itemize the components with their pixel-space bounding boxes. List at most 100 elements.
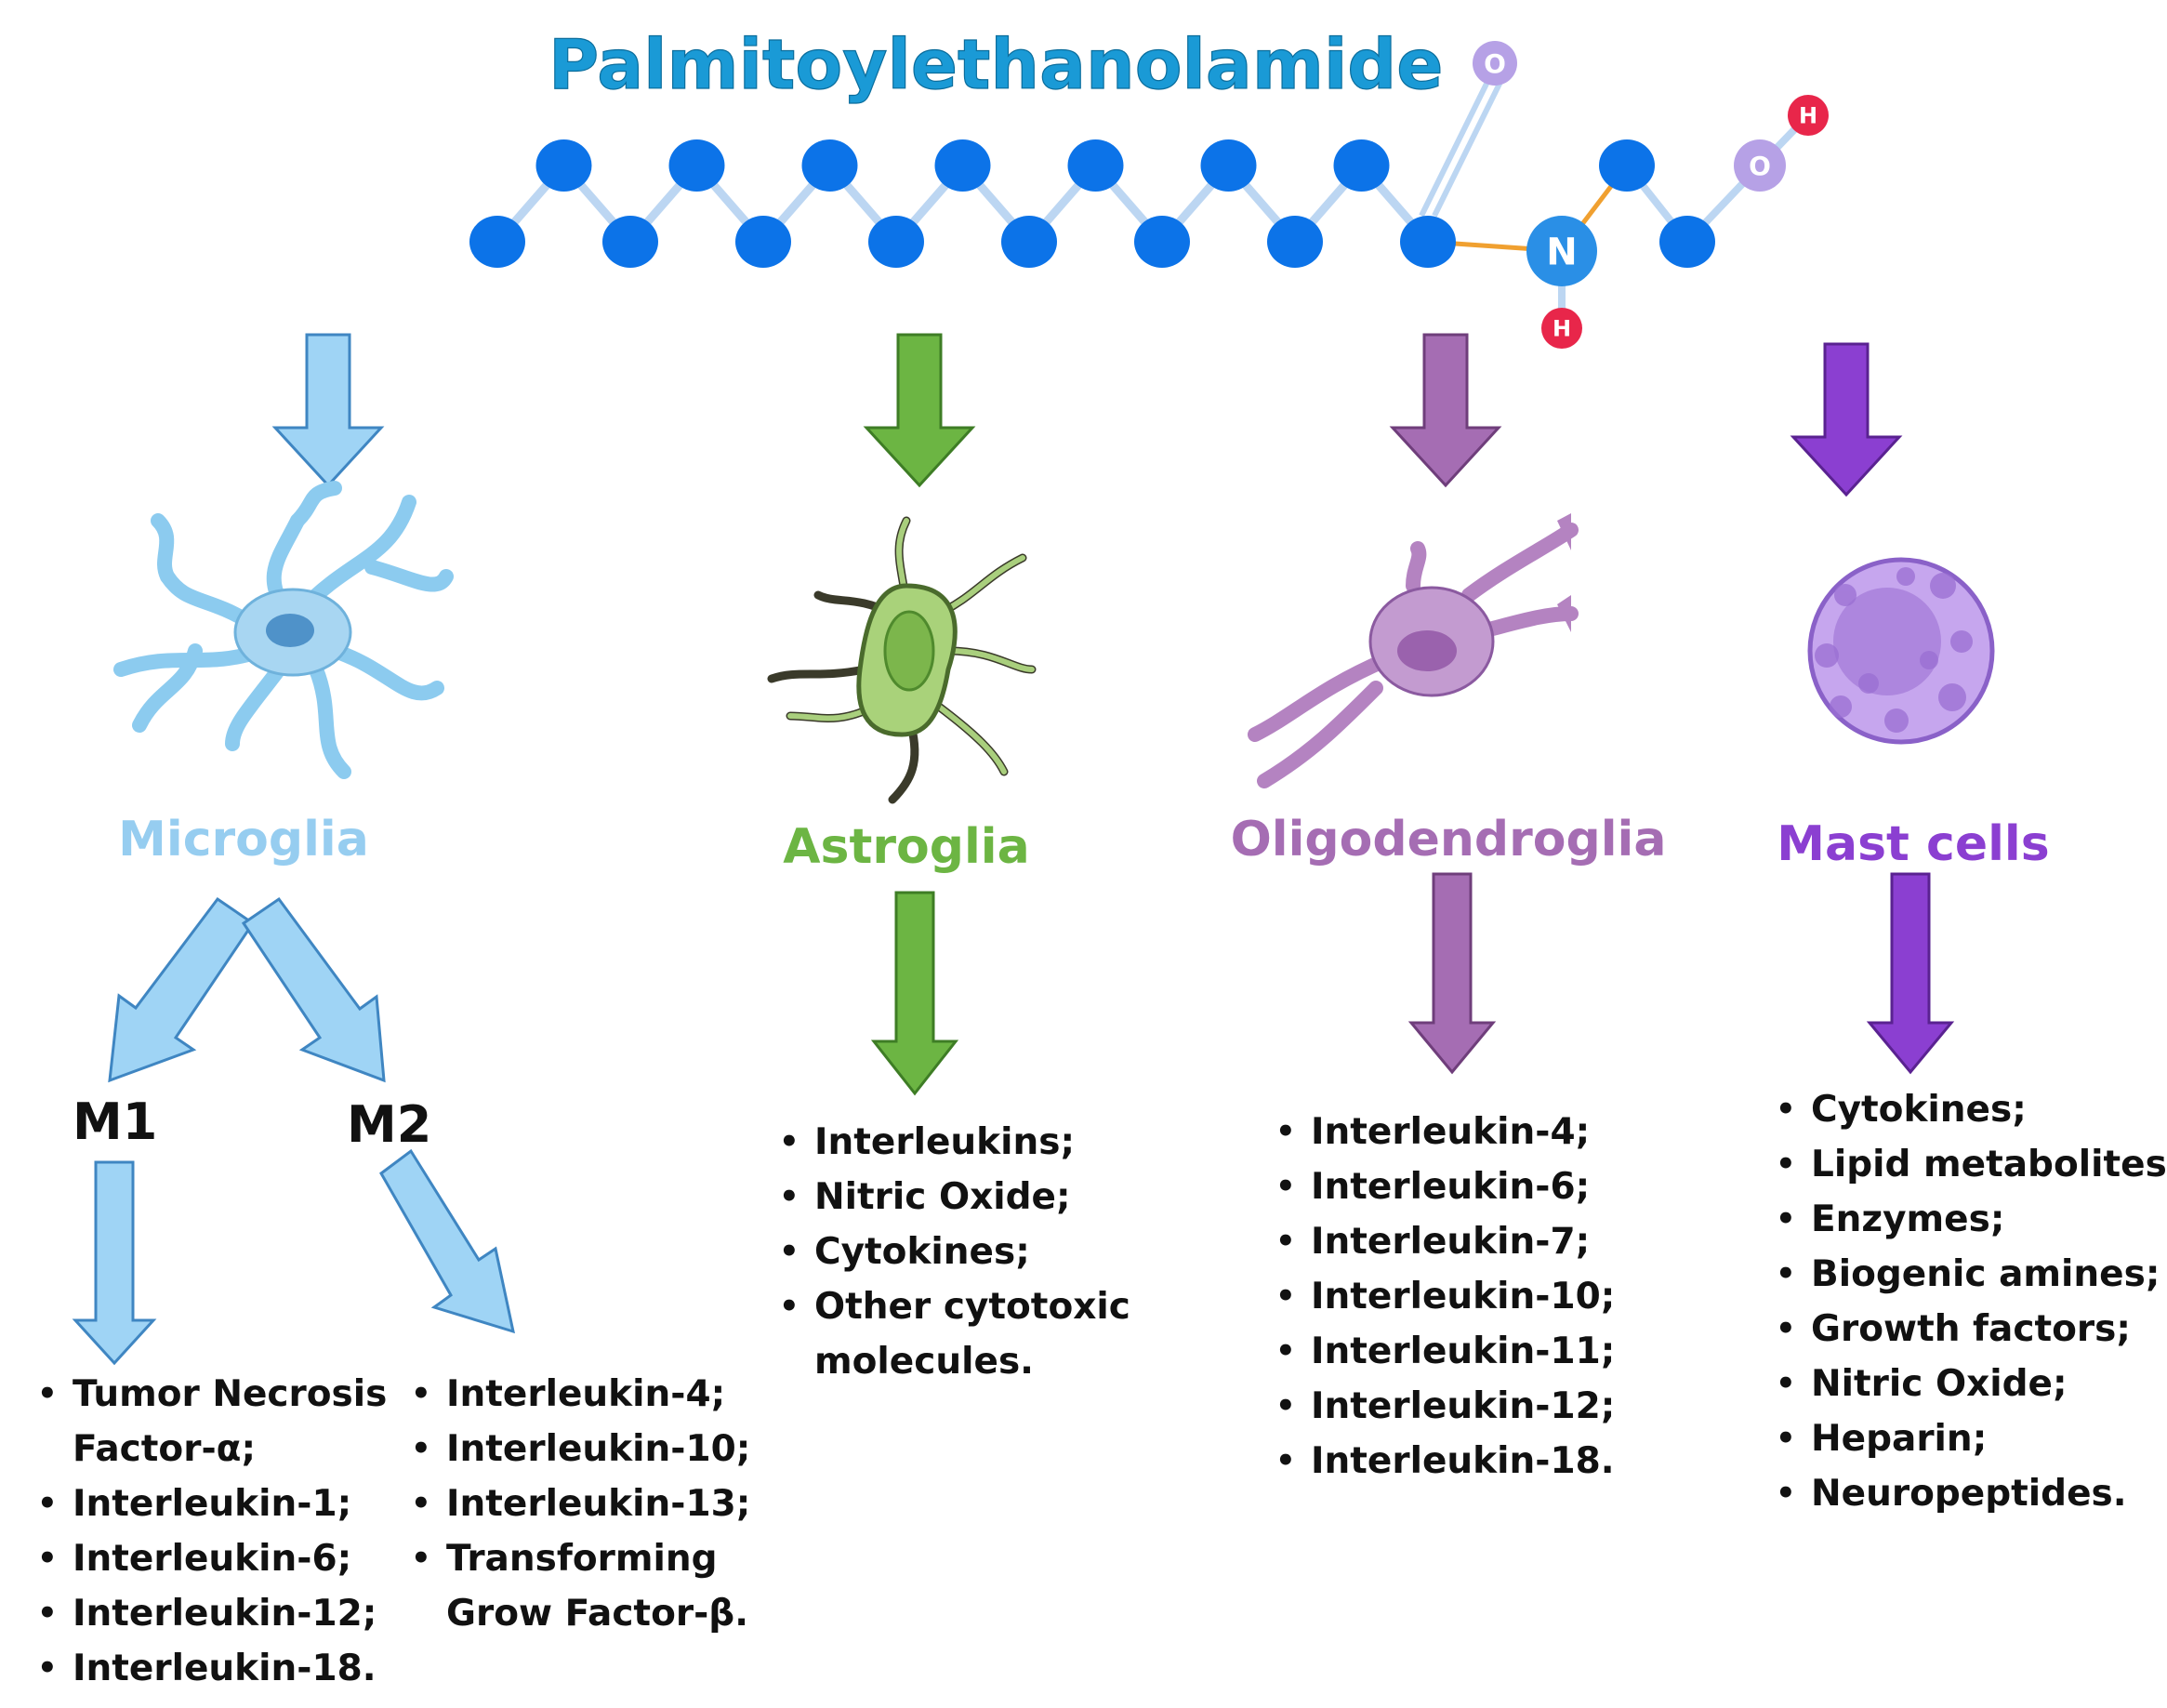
carbon-atom [735, 216, 791, 268]
nitrogen-atom: N [1526, 216, 1597, 286]
list-item: Growth factors; [1811, 1308, 2131, 1350]
bullet-point: • [1776, 1200, 1796, 1238]
astroglia-label: Astroglia [783, 819, 1029, 875]
list-item: Interleukin-4; [1311, 1111, 1590, 1153]
list-item: Interleukin-18. [1311, 1440, 1615, 1482]
list-item: Neuropeptides. [1811, 1473, 2127, 1515]
astroglia-cell-icon [767, 516, 1037, 804]
bullet-point: • [1776, 1475, 1796, 1512]
carbon-atom [934, 139, 991, 192]
oxygen-atom: O [1473, 41, 1517, 86]
list-item: Heparin; [1811, 1418, 1987, 1460]
arrow-to-m1 [108, 896, 256, 1083]
carbon-atom [602, 216, 658, 268]
list-item: Factor-α; [73, 1428, 256, 1470]
list-item: Grow Factor-β. [446, 1593, 748, 1635]
carbon-atom [1134, 216, 1190, 268]
list-item: Interleukin-12; [73, 1593, 377, 1635]
arrow-to-mast-cells [1790, 342, 1903, 497]
list-item: Interleukin-18. [73, 1648, 377, 1689]
list-item: Interleukin-4; [446, 1373, 725, 1415]
list-item: Interleukin-10; [1311, 1276, 1615, 1317]
list-item: Interleukin-11; [1311, 1331, 1615, 1372]
oxygen-atom: O [1734, 139, 1786, 192]
list-item: Interleukin-6; [1311, 1166, 1590, 1208]
bullet-point: • [779, 1288, 799, 1325]
oxygen-atom-circle [1473, 41, 1517, 86]
oligodendroglia-cell-icon [1248, 513, 1579, 788]
bullet-point: • [1776, 1091, 1796, 1128]
carbon-atom [1333, 139, 1390, 192]
bullet-point: • [1776, 1420, 1796, 1457]
carbon-atom [1067, 139, 1124, 192]
list-item: Enzymes; [1811, 1198, 2004, 1240]
list-item: Interleukin-1; [73, 1483, 351, 1525]
nitrogen-atom-symbol: N [1546, 231, 1577, 273]
microglia-label: Microglia [118, 812, 369, 867]
arrow-m1-list [72, 1160, 157, 1366]
carbon-atom [1267, 216, 1323, 268]
bullet-point: • [1776, 1310, 1796, 1347]
hydrogen-atom-symbol: H [1553, 316, 1571, 342]
bullet-point: • [1275, 1332, 1296, 1370]
carbon-atom [1400, 216, 1456, 268]
mast-cell-mediator-list: •Cytokines;•Lipid metabolites;•Enzymes;•… [1776, 1089, 2167, 1515]
bullet-point: • [411, 1430, 431, 1467]
bullet-point: • [779, 1178, 799, 1215]
hydrogen-atom-circle [1788, 95, 1829, 136]
list-item: Interleukin-13; [446, 1483, 750, 1525]
carbon-atom [1599, 139, 1655, 192]
bullet-point: • [1776, 1255, 1796, 1292]
list-item: Nitric Oxide; [1811, 1363, 2068, 1405]
bullet-point: • [1275, 1223, 1296, 1260]
carbon-atom [668, 139, 725, 192]
palmitoylethanolamide-molecule: N O O H H [469, 41, 1829, 349]
list-item: molecules. [814, 1341, 1034, 1383]
arrow-m2-list [379, 1148, 515, 1334]
bullet-point: • [411, 1375, 431, 1412]
arrow-oligodendroglia-list [1407, 872, 1497, 1075]
arrow-to-m2 [241, 896, 386, 1083]
bullet-point: • [1275, 1168, 1296, 1205]
bullet-point: • [1776, 1145, 1796, 1183]
arrow-astroglia-list [870, 891, 959, 1096]
list-item: Lipid metabolites; [1811, 1144, 2167, 1185]
m1-label: M1 [73, 1092, 157, 1151]
bullet-point: • [1776, 1365, 1796, 1402]
carbon-atom [469, 216, 525, 268]
hydrogen-atom-symbol: H [1799, 103, 1817, 129]
carbonyl-bond [1419, 78, 1491, 218]
list-item: Interleukin-12; [1311, 1385, 1615, 1427]
oligodendroglia-label: Oligodendroglia [1231, 812, 1667, 867]
list-item: Interleukin-7; [1311, 1221, 1590, 1263]
hydrogen-atom: H [1541, 308, 1582, 349]
carbon-atom [1659, 216, 1715, 268]
list-item: Tumor Necrosis [73, 1373, 387, 1415]
carbon-atom [801, 139, 858, 192]
oxygen-atom-symbol: O [1749, 151, 1771, 181]
bullet-point: • [411, 1485, 431, 1522]
bullet-point: • [1275, 1278, 1296, 1315]
arrow-to-oligodendroglia [1389, 333, 1502, 488]
list-item: Interleukins; [814, 1121, 1075, 1163]
list-item: Transforming [446, 1538, 718, 1580]
mast-cells-label: Mast cells [1777, 816, 2049, 872]
list-item: Interleukin-6; [73, 1538, 351, 1580]
m2-mediator-list: •Interleukin-4;•Interleukin-10;•Interleu… [411, 1373, 750, 1635]
carbonyl-bond [1432, 78, 1504, 218]
molecule-atoms: N O O H H [469, 41, 1829, 349]
diagram-title: Palmitoylethanolamide [548, 25, 1443, 105]
list-item: Nitric Oxide; [814, 1176, 1071, 1218]
bullet-point: • [1275, 1387, 1296, 1424]
bullet-point: • [37, 1595, 58, 1632]
bullet-point: • [411, 1540, 431, 1577]
hydrogen-atom: H [1788, 95, 1829, 136]
bullet-point: • [37, 1375, 58, 1412]
arrow-to-astroglia [863, 333, 976, 488]
hydrogen-atom-circle [1541, 308, 1582, 349]
bullet-point: • [37, 1649, 58, 1687]
m2-label: M2 [347, 1095, 431, 1154]
arrow-to-microglia [271, 333, 385, 488]
